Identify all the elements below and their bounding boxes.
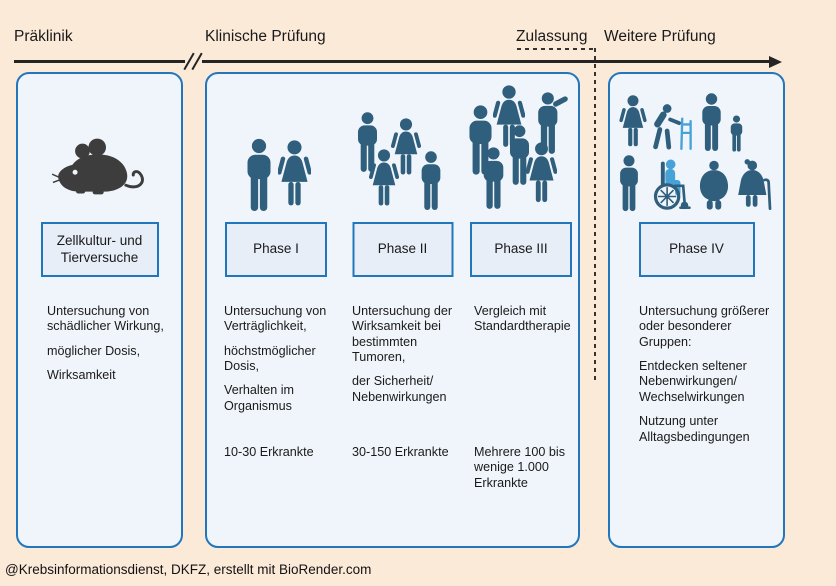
phase-box-phase-1: Phase I <box>225 222 327 277</box>
two-adults-icon <box>215 74 337 215</box>
description-paragraph: der Sicherheit/ Nebenwirkungen <box>352 374 447 404</box>
panel-klinische-pruefung: Phase I Untersuchung von Verträglichkeit… <box>205 72 580 548</box>
description-paragraph: Entdecken seltener Nebenwirkungen/ Wechs… <box>639 359 747 404</box>
patient-count: Mehrere 100 bis wenige 1.000 Erkrankte <box>474 445 566 490</box>
man-icon <box>421 151 440 210</box>
column-phase-1: Phase I Untersuchung von Verträglichkeit… <box>215 74 337 546</box>
timeline-arrow-line <box>14 60 771 63</box>
phase-box-phase-4: Phase IV <box>638 222 755 277</box>
man-icon <box>619 155 638 212</box>
wheelchair-icon <box>653 157 691 211</box>
elderly-cane-icon <box>736 157 771 211</box>
stage-label-praeklinik: Präklinik <box>14 28 73 45</box>
diverse-group-icon <box>610 74 783 215</box>
column-phase-3: Phase III Vergleich mit Standardtherapie… <box>465 74 577 546</box>
panel-praeklinik-description: Untersuchung von schädlicher Wirkung, mö… <box>47 304 168 392</box>
four-adults-icon <box>343 74 462 215</box>
man-icon <box>357 112 377 172</box>
mouse-icon <box>18 74 181 202</box>
stage-label-weitere-pruefung: Weitere Prüfung <box>604 28 716 45</box>
phase-label: Phase II <box>377 241 428 257</box>
woman-icon <box>618 95 647 147</box>
phase-box-zellkultur: Zellkultur- und Tierversuche <box>40 222 159 277</box>
phase-3-description: Vergleich mit Standardtherapie <box>474 304 575 344</box>
zulassung-dashed-line-vertical <box>594 48 596 384</box>
description-paragraph: Wirksamkeit <box>47 368 116 383</box>
phase-1-description: Untersuchung von Verträglichkeit, höchst… <box>224 304 335 423</box>
description-paragraph: höchstmöglicher Dosis, <box>224 343 316 374</box>
elderly-walker-icon <box>650 103 692 151</box>
woman-icon <box>493 85 525 147</box>
description-paragraph: Untersuchung größerer oder besonderer Gr… <box>639 304 770 349</box>
description-paragraph: Verhalten im Organismus <box>224 383 295 413</box>
phase-label: Zellkultur- und Tierversuche <box>56 233 143 265</box>
phase-4-description: Untersuchung größerer oder besonderer Gr… <box>639 304 770 454</box>
description-paragraph: Vergleich mit Standardtherapie <box>474 304 571 334</box>
panel-weitere-pruefung: Phase IV Untersuchung größerer oder beso… <box>608 72 785 548</box>
panel-praeklinik: Zellkultur- und Tierversuche Untersuchun… <box>16 72 183 548</box>
phase-box-phase-2: Phase II <box>352 222 453 277</box>
credit-text: @Krebsinformationsdienst, DKFZ, erstellt… <box>5 562 372 577</box>
phase-label: Phase IV <box>669 241 724 257</box>
overweight-person-icon <box>699 160 728 210</box>
man-icon <box>701 93 721 151</box>
column-phase-2: Phase II Untersuchung der Wirksamkeit be… <box>343 74 462 546</box>
woman-icon <box>278 140 311 206</box>
zulassung-dashed-line-horizontal <box>517 48 596 50</box>
description-paragraph: Untersuchung der Wirksamkeit bei bestimm… <box>352 304 453 365</box>
description-paragraph: Untersuchung von schädlicher Wirkung, <box>47 304 164 334</box>
phase-label: Phase I <box>253 241 299 257</box>
crowd-icon <box>465 74 577 215</box>
description-paragraph: Untersuchung von Verträglichkeit, <box>224 304 327 334</box>
timeline-arrowhead-icon <box>769 55 782 68</box>
patient-count: 10-30 Erkrankte <box>224 445 314 459</box>
man-icon <box>247 138 271 211</box>
phase-2-description: Untersuchung der Wirksamkeit bei bestimm… <box>352 304 460 414</box>
patient-count: 30-150 Erkrankte <box>352 445 449 459</box>
phase-box-phase-3: Phase III <box>470 222 572 277</box>
child-icon <box>730 115 742 152</box>
description-paragraph: möglicher Dosis, <box>47 343 141 358</box>
description-paragraph: Nutzung unter Alltagsbedingungen <box>639 414 750 444</box>
stage-label-klinische-pruefung: Klinische Prüfung <box>205 28 326 45</box>
phase-label: Phase III <box>494 241 548 257</box>
stage-label-zulassung: Zulassung <box>516 28 588 45</box>
